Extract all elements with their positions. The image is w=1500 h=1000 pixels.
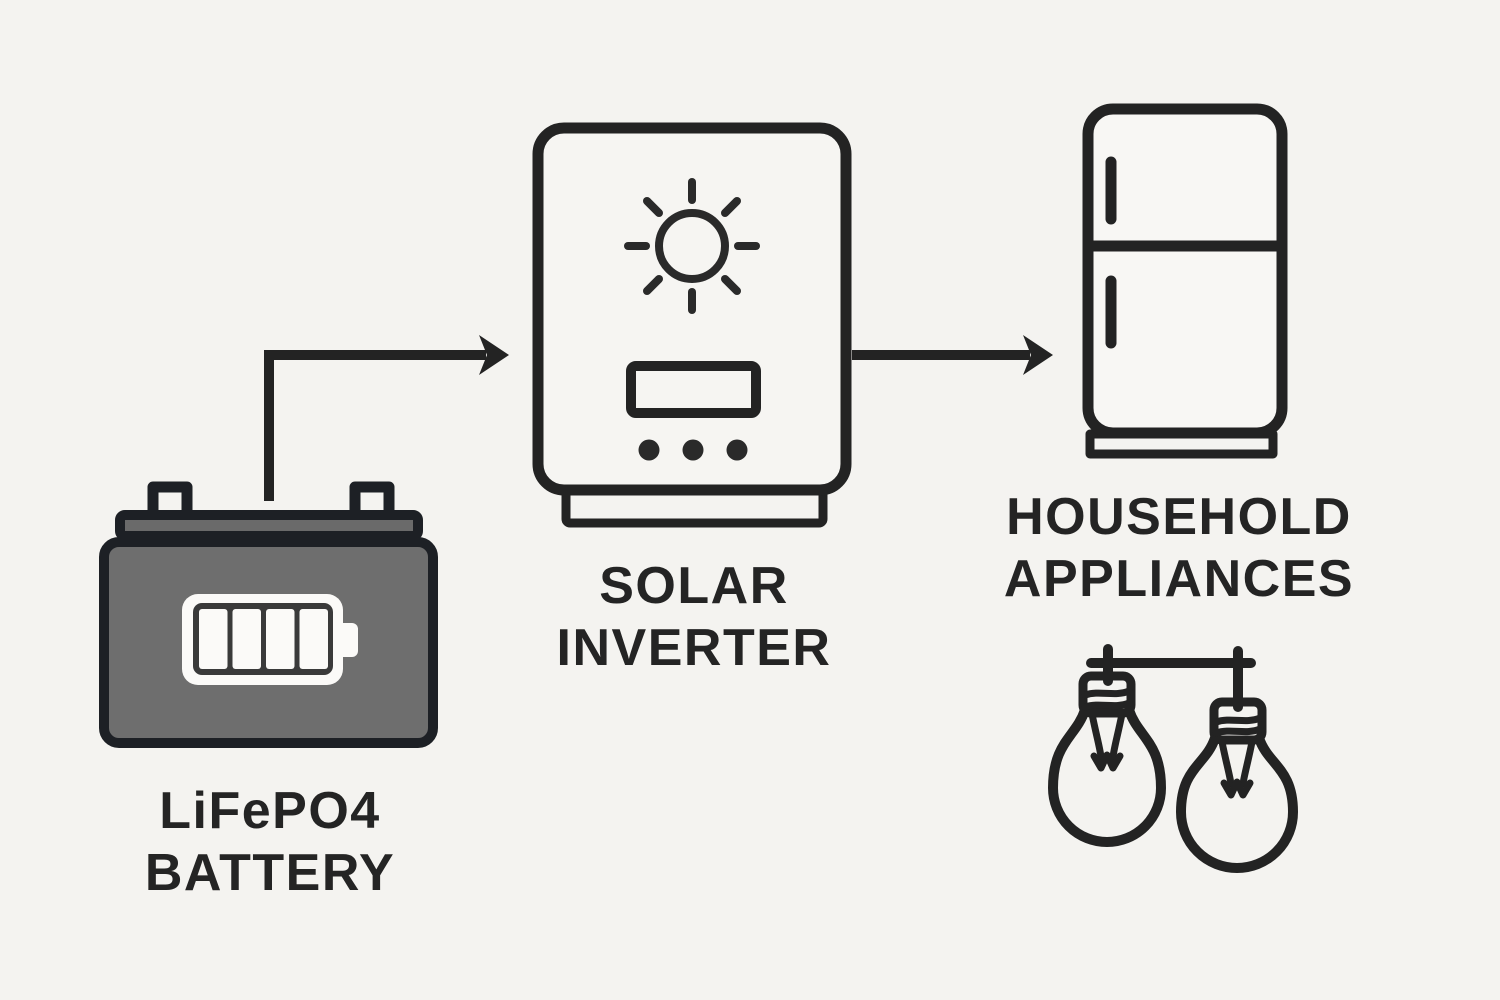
household-appliances-label-line1: HOUSEHOLD [1006, 488, 1352, 546]
flow-arrow-battery-to-inverter [264, 335, 509, 501]
battery-top-strip [115, 510, 423, 541]
bulb-right-glass [1176, 733, 1298, 873]
solar-inverter-label-line2: INVERTER [556, 619, 832, 677]
bulb-right-filament [1218, 738, 1256, 799]
car-battery-icon [99, 481, 438, 748]
flow-arrow-inverter-to-appliances [852, 335, 1053, 375]
battery-level-icon [182, 594, 358, 685]
battery-label-line2: BATTERY [144, 844, 396, 902]
bulb-left-glass [1048, 705, 1166, 847]
solar-inverter-label-line1: SOLAR [599, 557, 789, 615]
arrowhead-icon [479, 335, 509, 375]
household-appliances-label: HOUSEHOLD APPLIANCES [969, 486, 1389, 610]
inverter-display [626, 361, 761, 418]
battery-label: LiFePO4 BATTERY [60, 780, 480, 904]
refrigerator-icon [1082, 103, 1288, 459]
battery-label-line1: LiFePO4 [159, 782, 381, 840]
arrowhead-icon [1023, 335, 1053, 375]
fridge-body [1082, 103, 1288, 439]
inverter-buttons [638, 439, 748, 461]
bulb-left-filament [1088, 710, 1126, 772]
solar-inverter-icon [532, 122, 852, 528]
household-appliances-label-line2: APPLIANCES [1003, 550, 1355, 608]
solar-inverter-label: SOLAR INVERTER [484, 555, 904, 679]
light-bulbs-icon [1048, 644, 1298, 873]
sun-icon [624, 178, 760, 314]
